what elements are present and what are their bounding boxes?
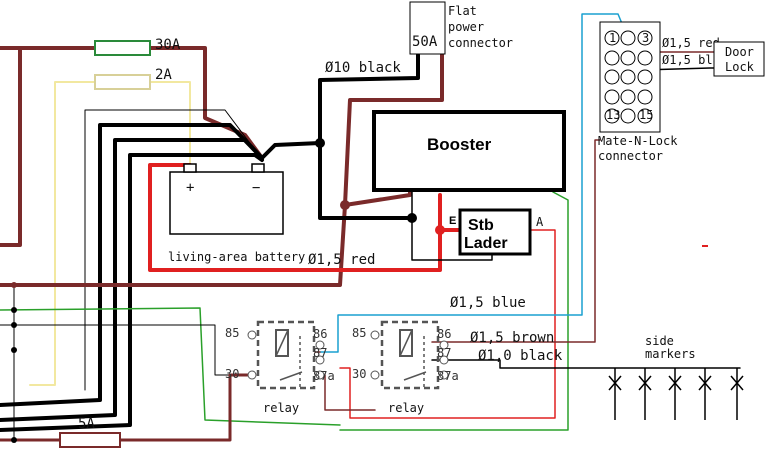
wire-10-black-label: Ø10 black: [325, 60, 401, 76]
wire-green-left: [0, 307, 341, 426]
wire-black-booster: [411, 189, 493, 261]
relay-1: [247, 320, 325, 390]
relay-1-pin-85: 85: [225, 326, 239, 340]
relay-2-pin-30: 30: [352, 367, 366, 381]
relay-1-pin-87a: 87a: [313, 369, 335, 383]
pin-13-label: 13: [606, 108, 620, 122]
flat-connector-label-2: power: [448, 20, 484, 34]
terminal-e-label: E: [449, 215, 456, 227]
wire-black-bundle-2: [0, 138, 264, 422]
pin-15-label: 15: [639, 108, 653, 122]
mate-n-lock-label-2: connector: [598, 149, 663, 163]
wire-15-red-door-label: Ø1,5 red: [662, 36, 720, 50]
fuse-50a-label: 50A: [412, 34, 438, 50]
wire-brown-mnl: [431, 139, 601, 343]
wire-red-a: [339, 229, 556, 419]
relay-2-label: relay: [388, 401, 424, 415]
wire-15-brown-label: Ø1,5 brown: [470, 330, 554, 346]
stb-lader-label-1: Stb: [468, 217, 494, 234]
fuse-2a-label: 2A: [155, 67, 172, 83]
relay-1-label: relay: [263, 401, 299, 415]
booster-label: Booster: [427, 135, 492, 154]
pin-1-label: 1: [609, 31, 616, 45]
relay-2-pin-86: 86: [437, 327, 451, 341]
fuse-5a: [59, 432, 121, 448]
relay-2-pin-87: 87: [437, 346, 451, 360]
wire-black-10: [318, 53, 420, 145]
door-lock-label-2: Lock: [725, 60, 755, 74]
wire-yellow-2a: [29, 81, 191, 386]
relay-1-pin-30: 30: [225, 367, 239, 381]
fuse-5a-label: 5A: [78, 416, 95, 432]
side-markers-label-2: markers: [645, 347, 696, 361]
junction-dots: [11, 138, 417, 443]
wire-15-blue-label: Ø1,5 blue: [450, 295, 526, 311]
wire-black-thin-325: [0, 324, 251, 376]
relay-2: [370, 320, 449, 390]
battery-label: living-area battery: [168, 250, 305, 264]
relay-1-pin-86: 86: [313, 327, 327, 341]
fuse-30a: [94, 40, 151, 56]
fuse-2a: [94, 74, 151, 90]
wire-brown-30a: [0, 46, 22, 247]
wire-green-booster: [339, 191, 569, 431]
relay-1-pin-87: 87: [313, 346, 327, 360]
flat-connector-label-1: Flat: [448, 4, 477, 18]
wire-black-markers: [431, 359, 741, 369]
wire-thin-black-left: [84, 109, 256, 391]
relay-2-pin-85: 85: [352, 326, 366, 340]
wire-black-bundle-3: [0, 153, 264, 432]
door-lock-box: [713, 41, 765, 77]
wire-10-black-relay-label: Ø1,0 black: [478, 348, 563, 364]
battery-plus: +: [186, 180, 194, 196]
side-marker-lamps: [608, 368, 744, 420]
fuse-30a-label: 30A: [155, 37, 181, 53]
wire-brown-flat: [343, 53, 444, 207]
battery: [169, 163, 284, 235]
flat-connector-label-3: connector: [448, 36, 513, 50]
terminal-a-label: A: [536, 215, 544, 229]
battery-minus: −: [252, 180, 260, 196]
side-markers-label-1: side: [645, 334, 674, 348]
wire-blue: [319, 13, 629, 353]
wire-15-red-battery-label: Ø1,5 red: [308, 252, 375, 268]
wire-red-battery: [148, 163, 442, 272]
booster-box: [372, 110, 566, 192]
junction-brown: [340, 200, 350, 210]
junction-red: [435, 225, 445, 235]
mate-n-lock-pins: [604, 30, 653, 124]
fuse-50a: [409, 1, 446, 55]
door-lock-label-1: Door: [725, 45, 754, 59]
stb-lader-label-2: Lader: [464, 235, 508, 252]
pin-3-label: 3: [642, 31, 649, 45]
relay-2-pin-87a: 87a: [437, 369, 459, 383]
mate-n-lock-label-1: Mate-N-Lock: [598, 134, 678, 148]
stb-lader-box: [458, 208, 532, 256]
wire-black-bundle-1: [0, 123, 264, 407]
